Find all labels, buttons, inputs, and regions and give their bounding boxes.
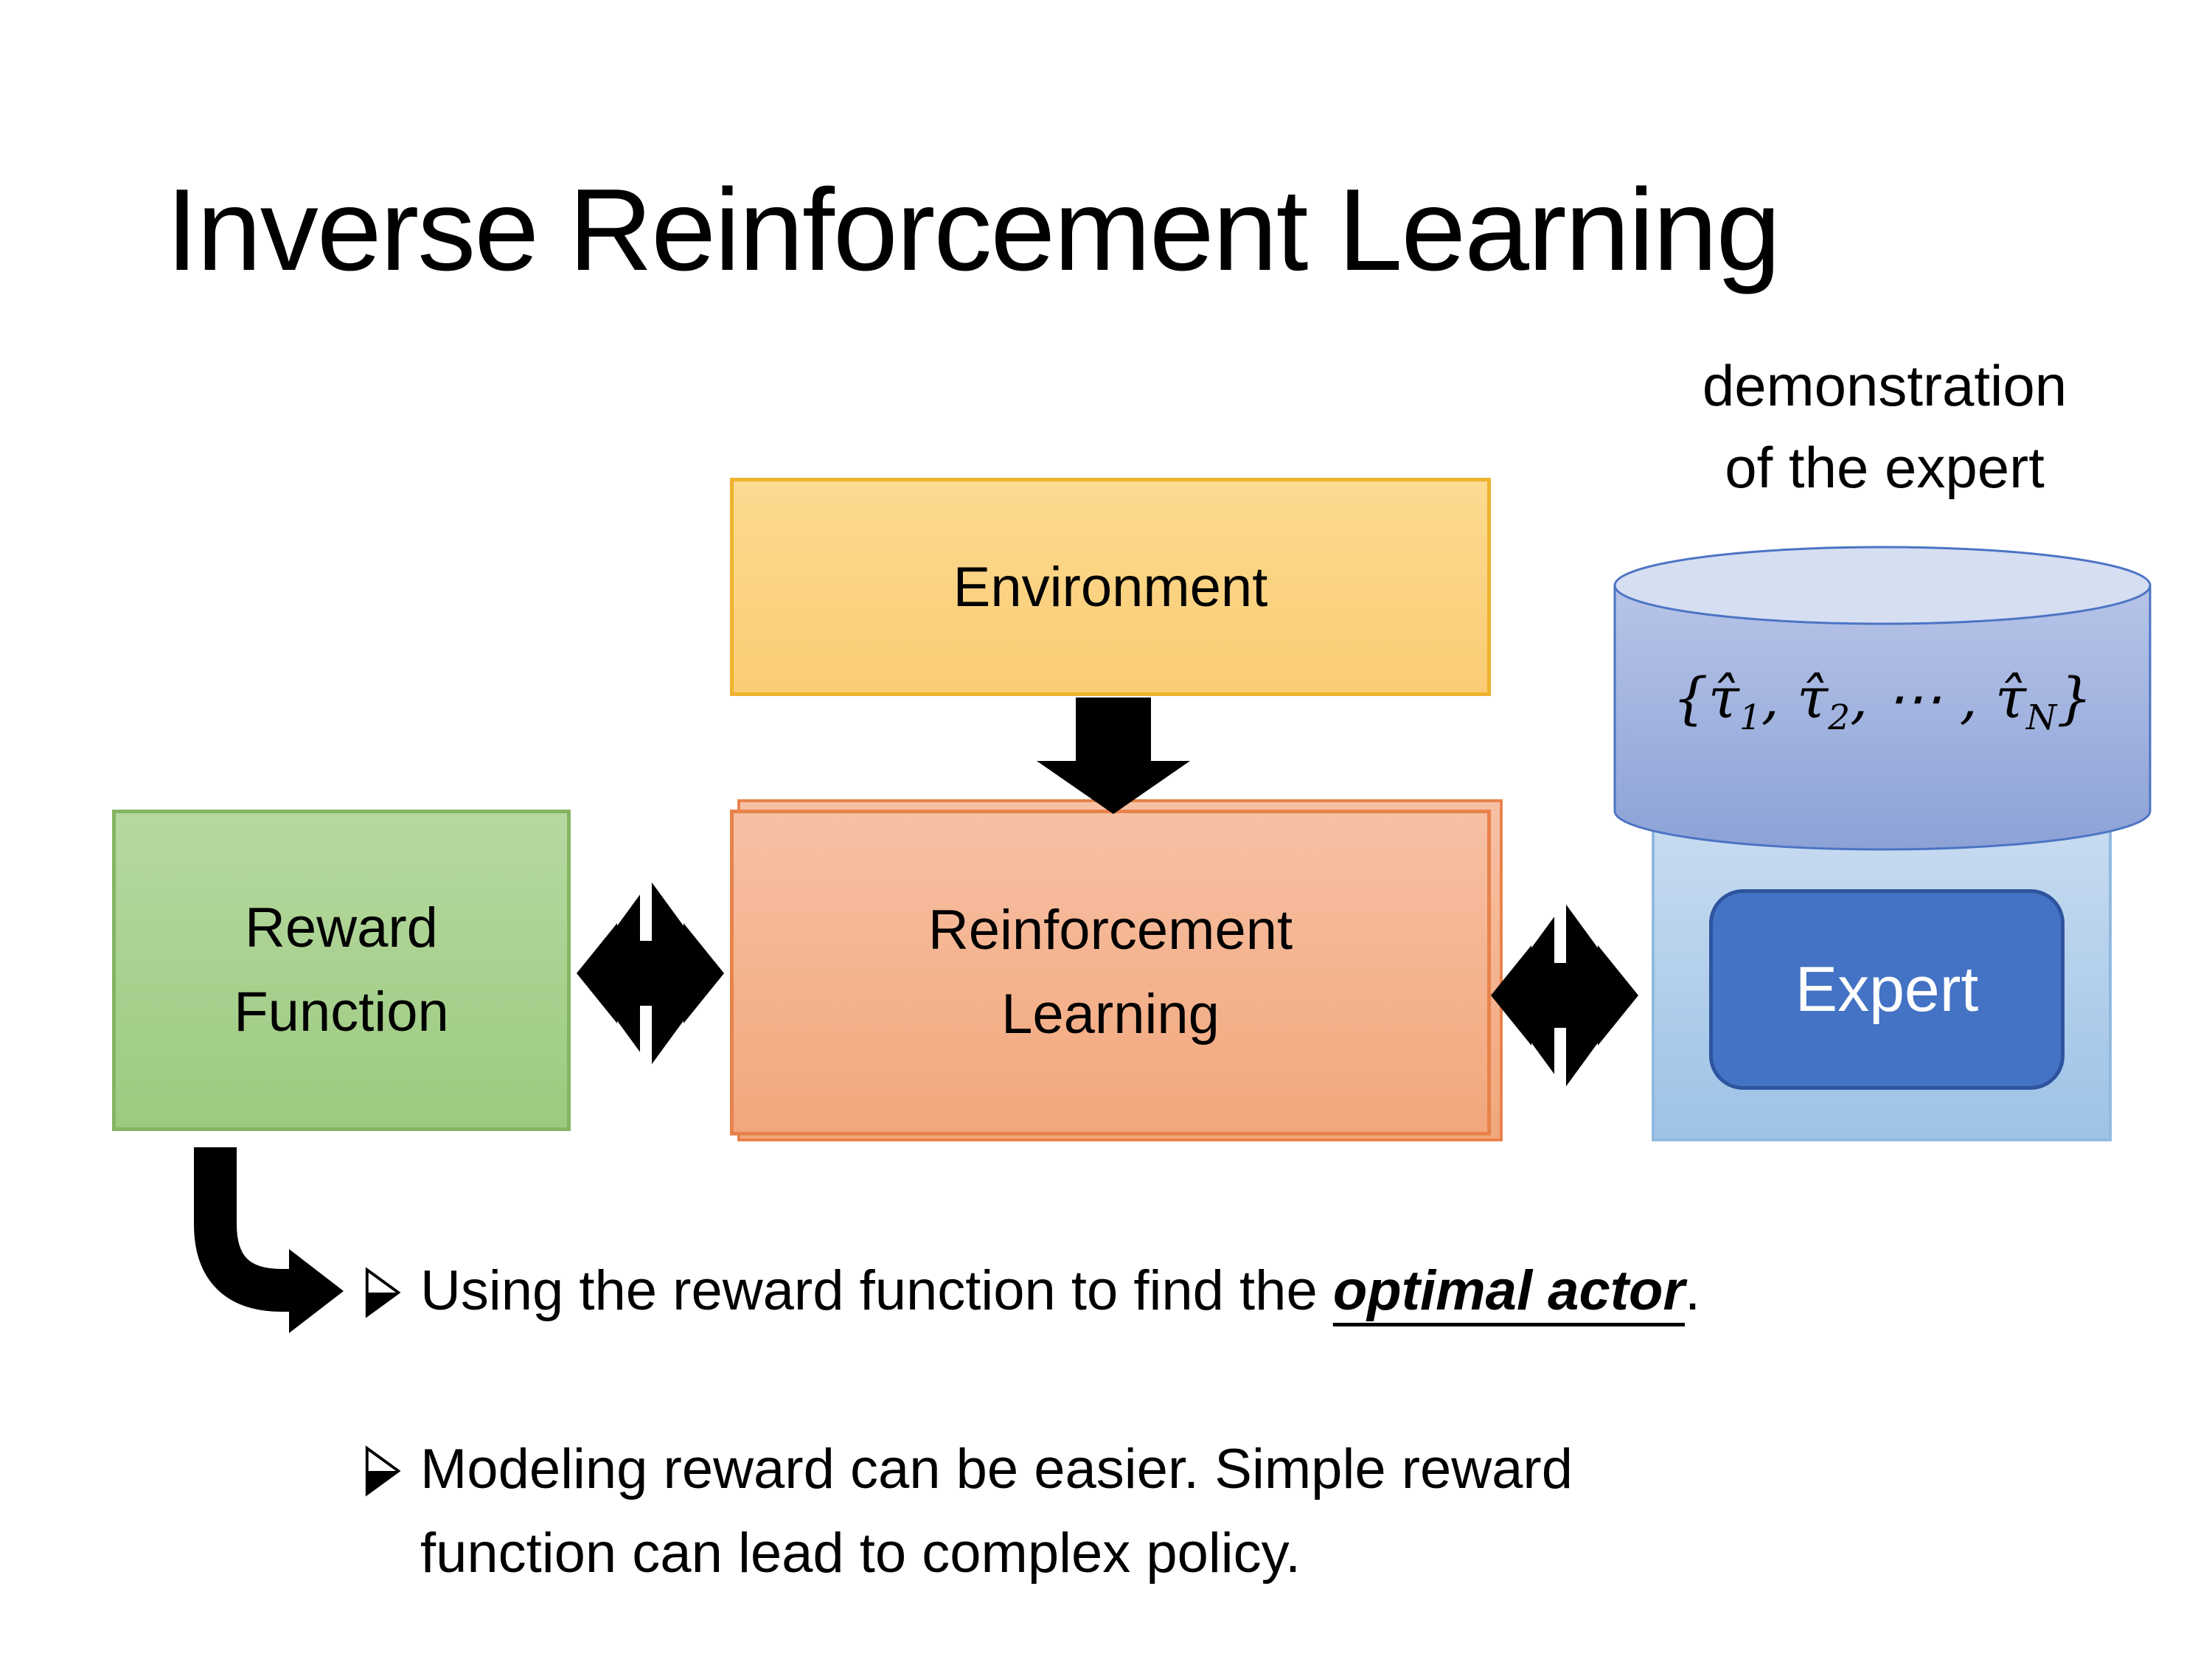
reward-label-line2: Function xyxy=(234,981,449,1043)
bullet-2-text: Modeling reward can be easier. Simple re… xyxy=(420,1438,1573,1585)
reinforcement-learning-box: Reinforcement Learning xyxy=(730,799,1503,1141)
demonstration-caption-line1: demonstration xyxy=(1702,353,2067,418)
reward-function-box: Reward Function xyxy=(112,810,571,1131)
right-double-arrow-icon xyxy=(1491,901,1638,1090)
expert-box: Expert xyxy=(1709,889,2065,1090)
reward-label-line1: Reward xyxy=(245,897,438,959)
bullet-item-1: Using the reward function to find the op… xyxy=(363,1249,1700,1333)
demonstration-caption-line2: of the expert xyxy=(1725,434,2045,500)
bullet-1-text: Using the reward function to find the op… xyxy=(420,1259,1701,1322)
optimal-actor-emphasis: optimal actor xyxy=(1332,1259,1686,1322)
bullet-arrow-icon xyxy=(365,1267,401,1318)
trajectory-set-formula: {τ̂1, τ̂2, ⋯ , τ̂N} xyxy=(1672,665,2093,739)
environment-label: Environment xyxy=(953,555,1268,619)
expert-label: Expert xyxy=(1795,953,1979,1025)
down-arrow-icon xyxy=(1037,698,1190,814)
bullet-arrow-icon xyxy=(365,1445,401,1497)
environment-box: Environment xyxy=(730,478,1491,696)
rl-label-line1: Reinforcement xyxy=(928,899,1293,961)
left-double-arrow-icon xyxy=(577,879,724,1068)
page-title: Inverse Reinforcement Learning xyxy=(166,165,1781,295)
rl-label-line2: Learning xyxy=(1001,983,1220,1046)
demonstration-caption: demonstration of the expert xyxy=(1585,345,2184,509)
bullet-item-2: Modeling reward can be easier. Simple re… xyxy=(363,1427,1573,1596)
elbow-arrow-icon xyxy=(194,1147,344,1333)
